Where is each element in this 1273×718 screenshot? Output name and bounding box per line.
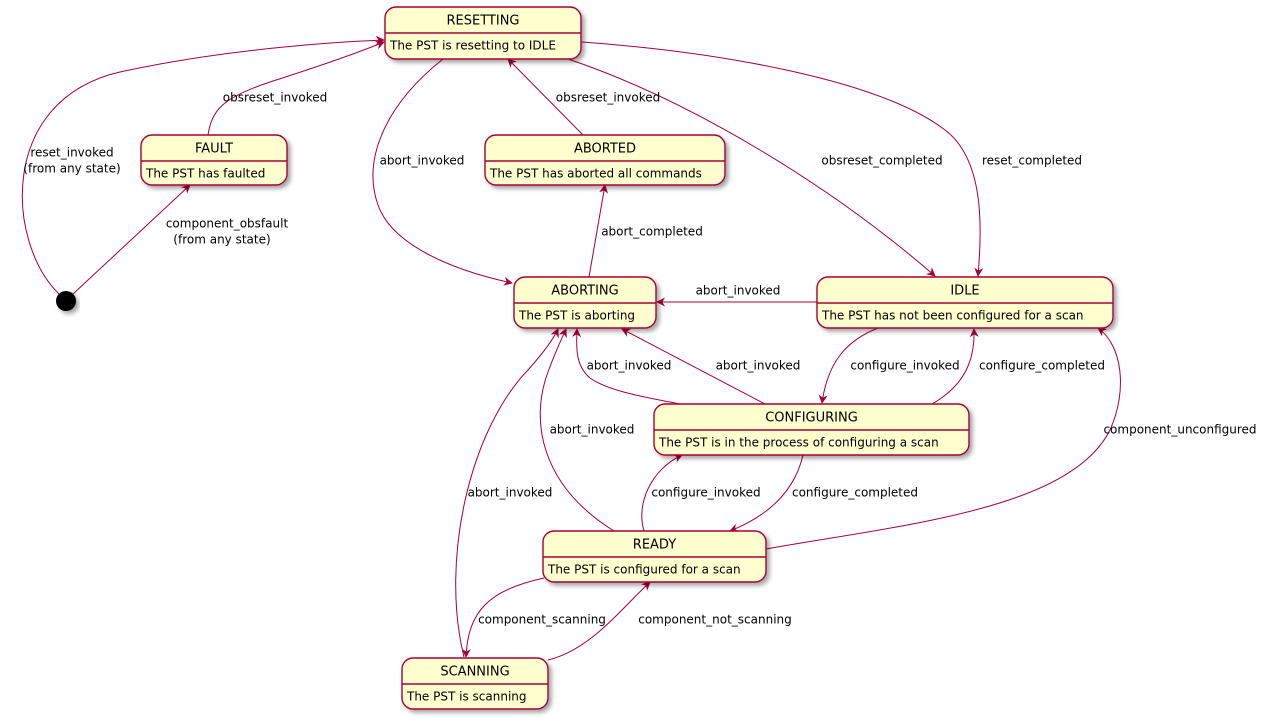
state-aborted: ABORTED The PST has aborted all commands (484, 134, 726, 186)
transition-label: obsreset_invoked (223, 91, 328, 105)
transition-label: reset_invoked (30, 146, 113, 160)
transition-label: abort_invoked (716, 359, 801, 373)
transition-label: reset_completed (982, 154, 1082, 168)
state-description: The PST is aborting (518, 309, 635, 323)
transition-aborted-resetting (507, 58, 584, 136)
transition-scanning-ready (547, 581, 651, 661)
transition-label: (from any state) (23, 162, 120, 176)
transitions-layer (21, 35, 1121, 661)
transition-configuring-idle (931, 328, 979, 405)
transition-labels-layer: reset_invoked (from any state) component_o… (23, 91, 1256, 627)
state-title: FAULT (195, 142, 233, 157)
state-description: The PST has not been configured for a sc… (821, 309, 1084, 323)
state-scanning: SCANNING The PST is scanning (401, 657, 549, 710)
transition-label: component_not_scanning (638, 613, 792, 627)
states-layer: RESETTING The PST is resetting to IDLE FAU… (56, 6, 1114, 710)
state-description: The PST has faulted (145, 167, 265, 181)
transition-resetting-idle-reset (581, 41, 984, 277)
state-resetting: RESETTING The PST is resetting to IDLE (384, 6, 582, 60)
state-title: CONFIGURING (765, 411, 858, 426)
state-aborting: ABORTING The PST is aborting (513, 276, 657, 329)
transition-aborting-aborted (588, 184, 609, 278)
transition-label: configure_invoked (651, 486, 760, 500)
transition-ready-configuring (641, 454, 683, 532)
transition-configuring-aborting-left (572, 328, 681, 405)
transition-label: abort_invoked (380, 154, 465, 168)
transition-resetting-idle-obsreset (567, 58, 936, 277)
transition-configuring-ready (729, 454, 804, 533)
state-description: The PST is configured for a scan (547, 563, 741, 577)
transition-ready-aborting (539, 328, 615, 532)
state-box (484, 134, 726, 186)
transition-idle-configuring (818, 327, 879, 404)
transition-scanning-aborting (455, 328, 559, 658)
transition-label: abort_invoked (587, 359, 672, 373)
initial-state-node (56, 291, 76, 311)
state-description: The PST is resetting to IDLE (389, 39, 556, 53)
transition-resetting-aborting (372, 58, 513, 286)
state-box (140, 134, 288, 186)
state-title: ABORTING (551, 284, 618, 299)
transition-ready-idle (765, 327, 1121, 550)
state-configuring: CONFIGURING The PST is in the process of … (653, 403, 970, 456)
state-idle: IDLE The PST has not been configured for … (816, 276, 1114, 329)
state-description: The PST is scanning (406, 690, 527, 704)
state-title: IDLE (950, 284, 979, 299)
transition-label: obsreset_completed (821, 154, 942, 168)
transition-label: configure_completed (792, 486, 918, 500)
transition-label: (from any state) (173, 233, 270, 247)
transition-label: configure_invoked (850, 359, 959, 373)
transition-label: abort_completed (601, 225, 703, 239)
state-title: READY (633, 538, 676, 553)
state-fault: FAULT The PST has faulted (140, 134, 288, 186)
state-ready: READY The PST is configured for a scan (542, 530, 767, 583)
transition-label: component_obsfault (166, 217, 289, 231)
transition-fault-resetting (207, 40, 385, 136)
transition-label: component_scanning (478, 613, 606, 627)
transition-init-resetting (21, 35, 385, 295)
state-description: The PST is in the process of configuring… (658, 436, 939, 450)
state-title: SCANNING (440, 665, 509, 680)
state-title: ABORTED (574, 142, 636, 157)
transition-init-fault (72, 184, 191, 295)
transition-label: abort_invoked (696, 284, 781, 298)
state-title: RESETTING (447, 14, 520, 29)
transition-configuring-aborting-right (621, 328, 766, 405)
transition-label: component_unconfigured (1103, 423, 1256, 437)
transition-ready-scanning (461, 577, 545, 658)
transition-label: obsreset_invoked (556, 91, 661, 105)
transition-label: configure_completed (979, 359, 1105, 373)
transition-label: abort_invoked (468, 486, 553, 500)
state-description: The PST has aborted all commands (489, 167, 702, 181)
transition-label: abort_invoked (550, 423, 635, 437)
